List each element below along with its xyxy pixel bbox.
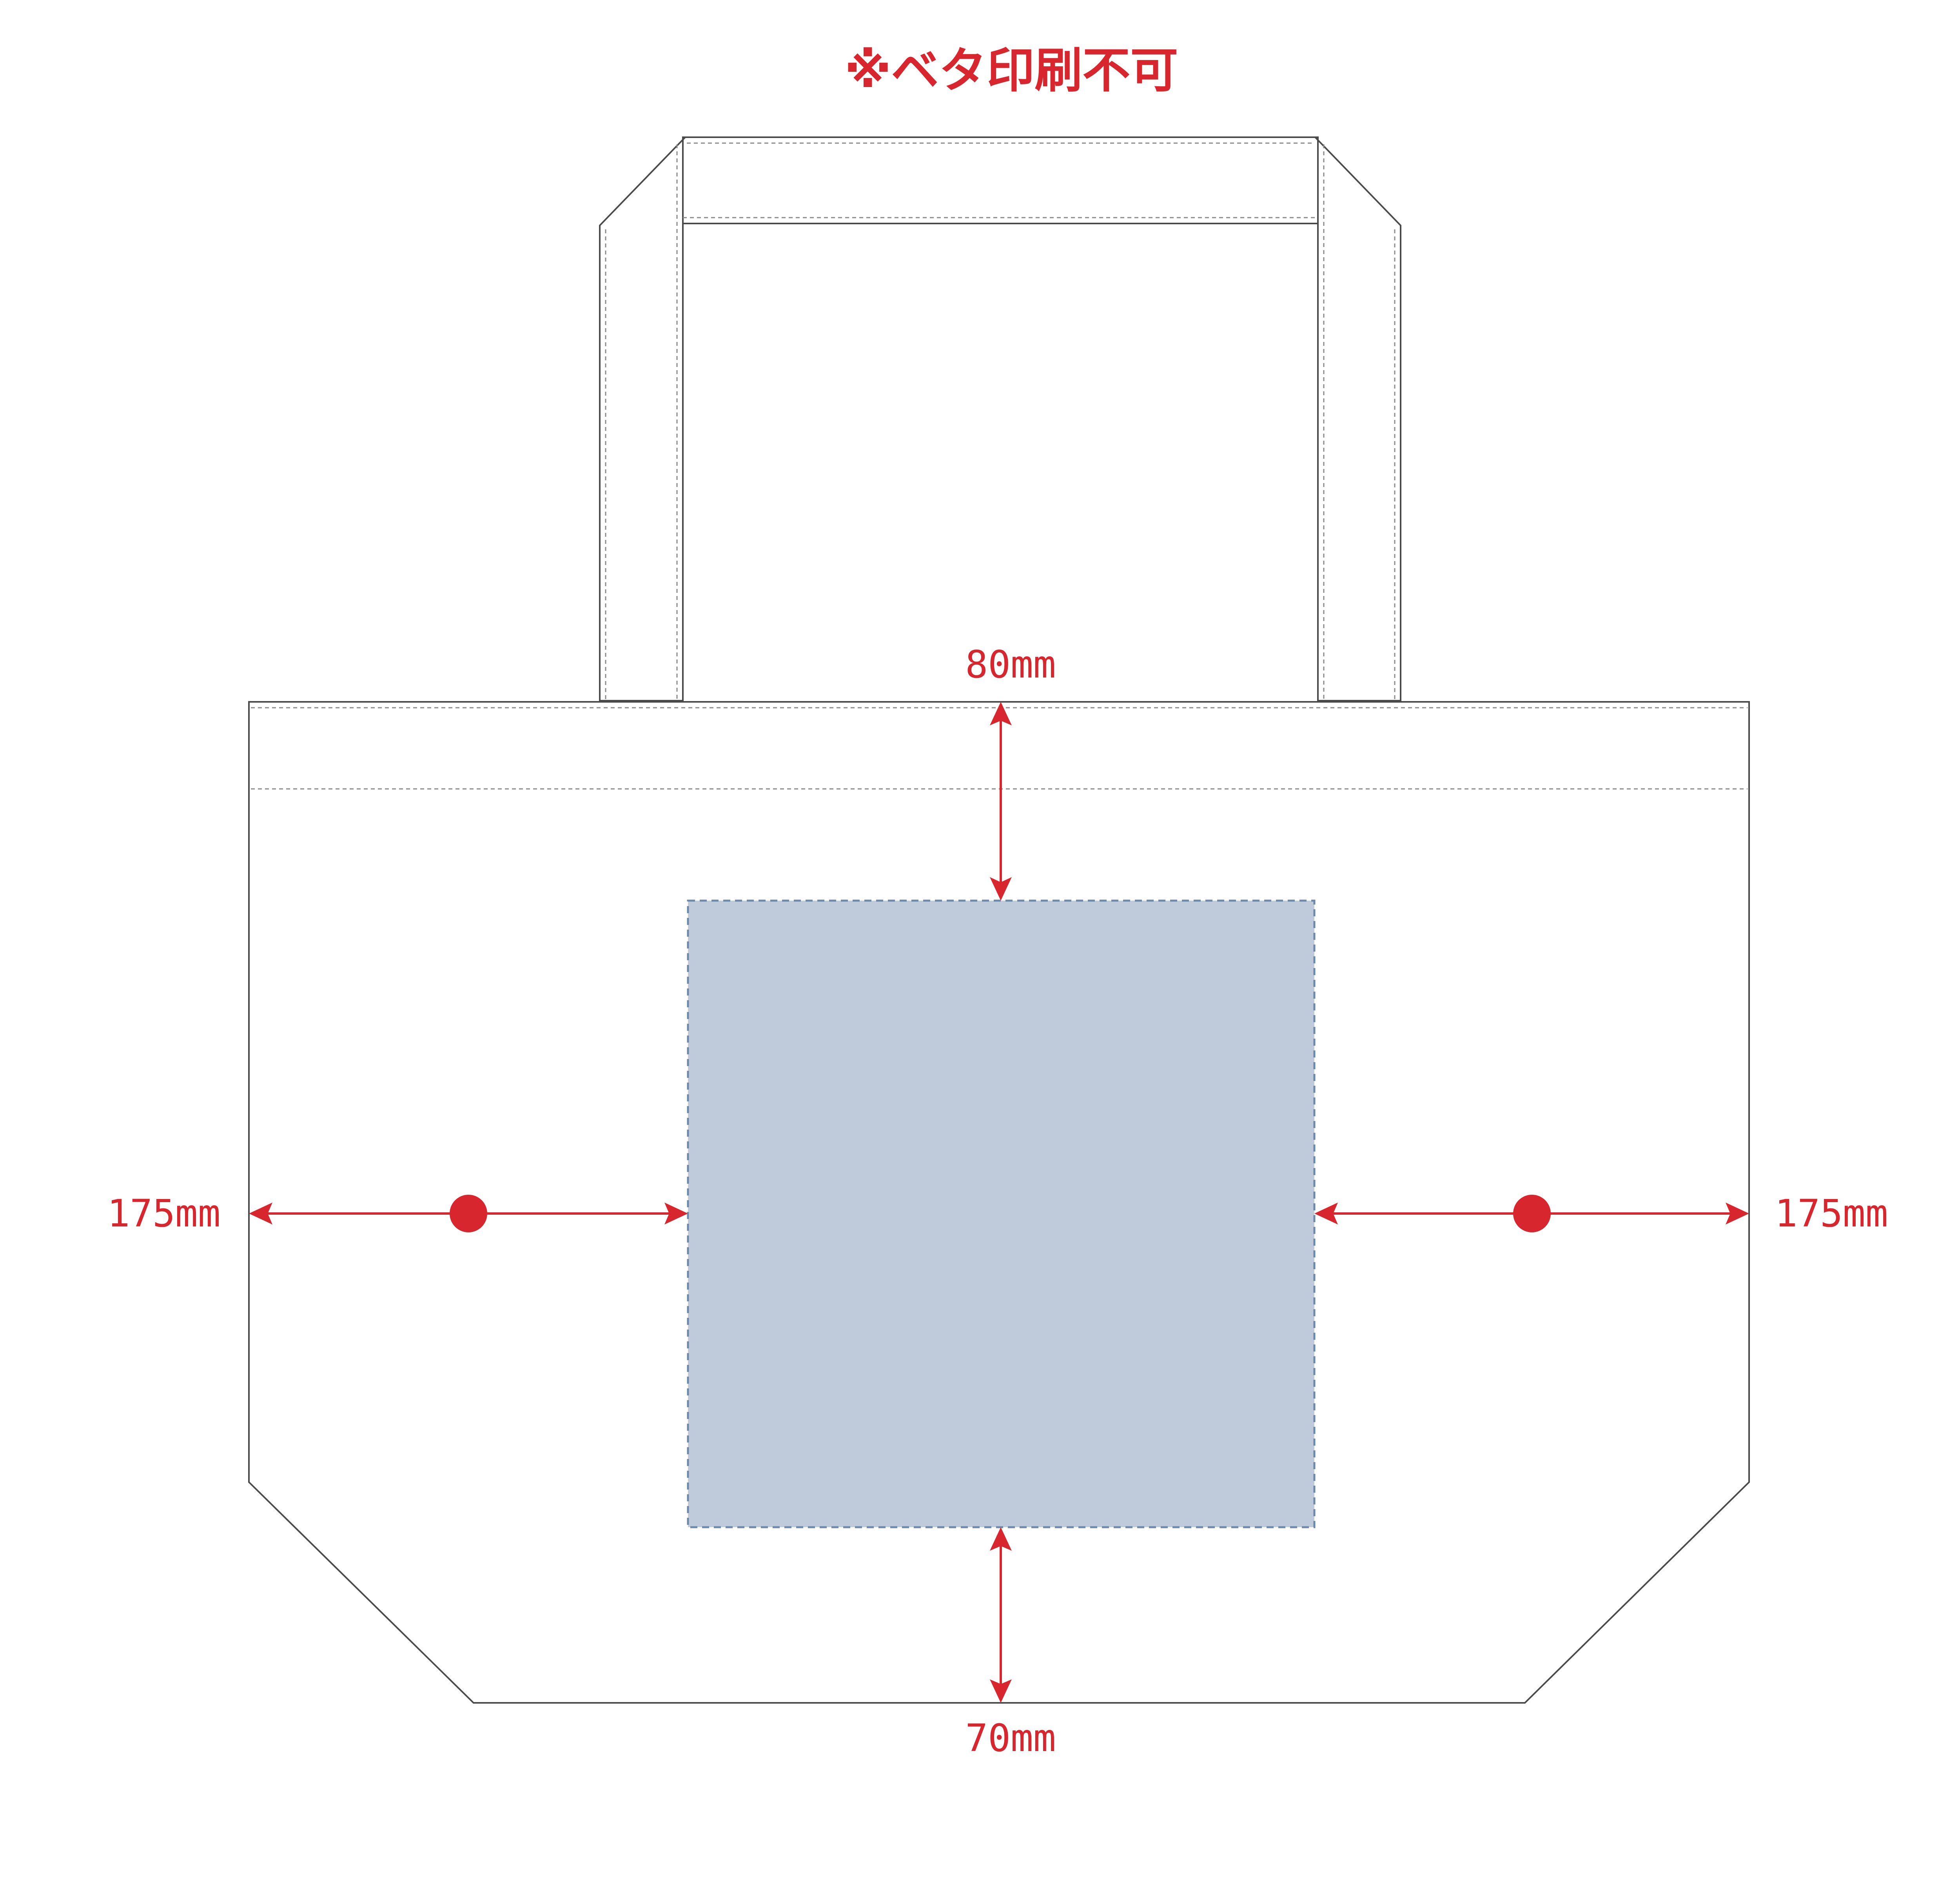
left-center-dot (450, 1195, 487, 1232)
bottom-arrow-up-icon (990, 1527, 1012, 1551)
bottom-dimension-label: 70mm (965, 1716, 1056, 1760)
top-arrow-down-icon (990, 877, 1012, 901)
right-center-dot (1513, 1195, 1551, 1232)
right-arrow-right-icon (1726, 1203, 1749, 1225)
top-arrow-up-icon (990, 702, 1012, 725)
left-dimension-label: 175mm (107, 1192, 221, 1235)
right-dimension-label: 175mm (1775, 1192, 1888, 1235)
no-solid-print-notice: ※ベタ印刷不可 (845, 43, 1178, 98)
bottom-arrow-down-icon (990, 1679, 1012, 1703)
left-arrow-left-icon (249, 1203, 272, 1225)
handle-outer (599, 136, 1401, 701)
print-area (687, 899, 1316, 1528)
top-dimension: 80mm (965, 643, 1056, 901)
bag-handle (599, 136, 1401, 701)
right-dimension: 175mm (1314, 1192, 1888, 1235)
left-arrow-right-icon (664, 1203, 688, 1225)
right-arrow-left-icon (1314, 1203, 1338, 1225)
left-dimension: 175mm (107, 1192, 688, 1235)
top-dimension-label: 80mm (965, 643, 1056, 687)
bottom-dimension: 70mm (965, 1527, 1056, 1760)
